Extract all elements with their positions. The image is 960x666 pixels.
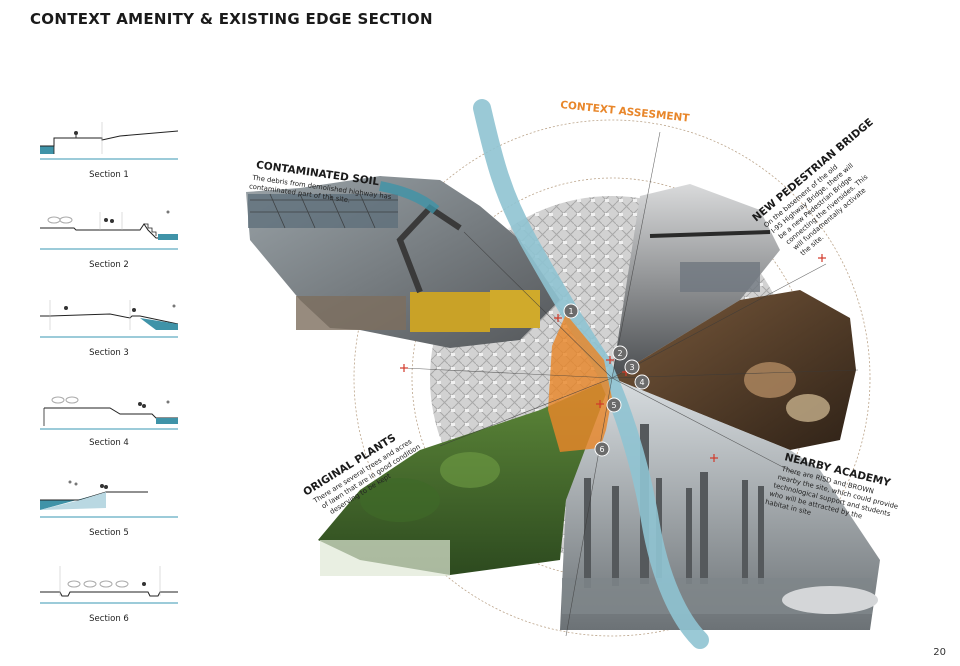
svg-text:1: 1 (568, 307, 573, 316)
section-label: Section 2 (89, 260, 129, 270)
tank-cars (782, 586, 878, 614)
svg-text:4: 4 (639, 378, 644, 387)
section-4: Section 4 (40, 384, 178, 448)
excavator-1 (410, 292, 490, 332)
diagram-title: CONTEXT ASSESMENT (560, 99, 691, 125)
site-marker-1[interactable]: 1 (563, 303, 579, 319)
svg-text:2: 2 (617, 349, 622, 358)
page-number: 20 (933, 647, 946, 658)
site-marker-2[interactable]: 2 (612, 345, 628, 361)
page-title: CONTEXT AMENITY & EXISTING EDGE SECTION (30, 10, 433, 28)
reference-points (400, 254, 826, 462)
axis-lines (403, 131, 859, 637)
section-6: Section 6 (40, 556, 178, 624)
outer-ring (353, 119, 871, 637)
section-5-drawing (40, 480, 178, 518)
section-3-drawing (40, 300, 178, 338)
section-4-drawing (40, 396, 178, 430)
section-1: Section 1 (40, 118, 178, 180)
section-label: Section 1 (89, 170, 129, 180)
section-label: Section 3 (89, 348, 129, 358)
section-1-drawing (40, 122, 178, 160)
section-label: Section 4 (89, 438, 129, 448)
svg-text:6: 6 (599, 445, 604, 454)
section-5: Section 5 (40, 470, 178, 538)
svg-text:5: 5 (611, 401, 616, 410)
section-6-drawing (40, 566, 178, 604)
section-3: Section 3 (40, 294, 178, 358)
site-marker-3[interactable]: 3 (624, 359, 640, 375)
contaminated-area-highlight (548, 314, 612, 452)
section-2: Section 2 (40, 206, 178, 270)
site-marker-4[interactable]: 4 (634, 374, 650, 390)
section-2-drawing (40, 210, 178, 250)
svg-text:3: 3 (629, 363, 634, 372)
site-marker-6[interactable]: 6 (594, 441, 610, 457)
section-label: Section 5 (89, 528, 129, 538)
section-label: Section 6 (89, 614, 129, 624)
site-marker-5[interactable]: 5 (606, 397, 622, 413)
excavator-2 (490, 290, 540, 328)
